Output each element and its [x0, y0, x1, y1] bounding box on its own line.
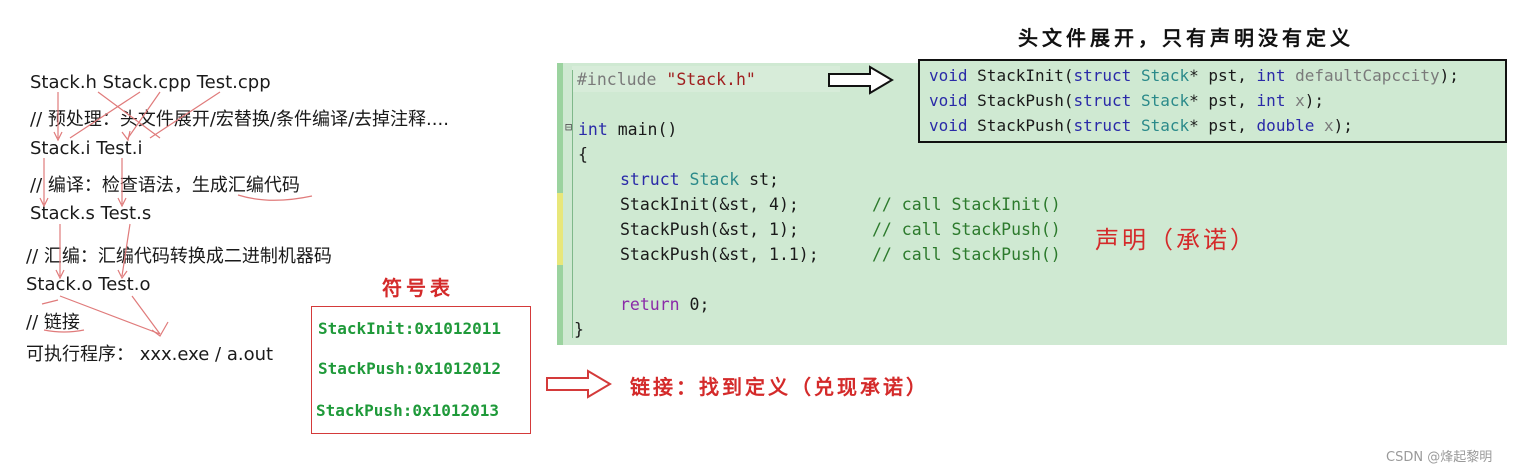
open-brace: { — [578, 145, 588, 164]
include-expand-arrow-icon — [828, 65, 894, 95]
link-comment: // 链接 — [26, 312, 80, 333]
symbol-table-box: StackInit:0x1012011 StackPush:0x1012012 … — [311, 306, 531, 434]
code-fold-guide — [572, 70, 573, 338]
symbol-table-title: 符号表 — [382, 276, 454, 300]
flow-lines — [39, 91, 313, 337]
declaration-promise-label: 声明（承诺） — [1095, 226, 1257, 254]
include-line: #include "Stack.h" — [577, 70, 756, 89]
flow-arrowhead — [53, 131, 63, 142]
object-files-line: Stack.o Test.o — [26, 274, 151, 295]
header-declarations-box: void StackInit(struct Stack* pst, int de… — [918, 59, 1507, 143]
source-files-line: Stack.h Stack.cpp Test.cpp — [30, 72, 271, 93]
include-directive: #include — [577, 70, 657, 89]
struct-keyword: struct — [620, 170, 680, 189]
assemble-comment: // 汇编：汇编代码转换成二进制机器码 — [26, 246, 332, 267]
preprocessed-files-line: Stack.i Test.i — [30, 138, 143, 159]
flow-line — [97, 91, 161, 139]
symbol-entry-stackpush-double: StackPush:0x1012013 — [316, 401, 500, 420]
flow-line — [121, 223, 131, 277]
flow-line — [127, 91, 161, 139]
executable-line: 可执行程序： xxx.exe / a.out — [26, 344, 274, 365]
call-comment-stackpush-int: // call StackPush() — [872, 220, 1061, 239]
watermark: CSDN @烽起黎明 — [1386, 450, 1493, 465]
flow-arrowhead — [55, 269, 65, 280]
struct-var: st; — [739, 170, 779, 189]
compile-comment: // 编译：检查语法，生成汇编代码 — [30, 175, 300, 196]
include-file: "Stack.h" — [666, 70, 756, 89]
flow-line — [69, 91, 141, 139]
call-comment-stackpush-double: // call StackPush() — [872, 245, 1061, 264]
flow-line — [59, 295, 161, 335]
flow-arrowhead — [121, 130, 131, 142]
main-return-type: int — [578, 120, 608, 139]
fold-toggle-icon[interactable]: ⊟ — [565, 120, 573, 134]
declaration-stackpush-int: void StackPush(struct Stack* pst, int x)… — [929, 91, 1324, 110]
main-name: main() — [617, 120, 678, 139]
call-line-stackpush-double: StackPush(&st, 1.1); — [620, 245, 819, 264]
flow-arrowhead — [117, 197, 127, 208]
header-expansion-title: 头文件展开，只有声明没有定义 — [1018, 26, 1354, 50]
changed-lines-marker — [557, 193, 563, 265]
call-comment-stackinit: // call StackInit() — [872, 195, 1061, 214]
flow-arrowhead — [39, 197, 49, 208]
struct-type-name: Stack — [689, 170, 740, 189]
return-line: return 0; — [620, 295, 709, 314]
close-brace: } — [574, 320, 584, 339]
preprocess-comment: // 预处理：头文件展开/宏替换/条件编译/去掉注释.... — [30, 109, 449, 130]
return-value: 0; — [679, 295, 710, 314]
flow-line — [149, 91, 221, 139]
link-arrow-icon — [546, 369, 612, 399]
declaration-stackpush-double: void StackPush(struct Stack* pst, double… — [929, 116, 1353, 135]
flow-line — [131, 295, 161, 335]
underline-mark — [237, 194, 313, 201]
declaration-stackinit: void StackInit(struct Stack* pst, int de… — [929, 66, 1459, 85]
include-line-highlight — [572, 66, 840, 92]
call-line-stackpush-int: StackPush(&st, 1); — [620, 220, 799, 239]
main-signature: int main() — [578, 120, 677, 139]
struct-declaration-line: struct Stack st; — [620, 170, 779, 189]
symbol-entry-stackpush-int: StackPush:0x1012012 — [318, 359, 502, 378]
assembly-files-line: Stack.s Test.s — [30, 203, 152, 224]
strike-mark — [41, 299, 59, 305]
underline-mark — [43, 329, 85, 333]
symbol-entry-stackinit: StackInit:0x1012011 — [318, 319, 502, 338]
flow-arrowhead — [117, 269, 128, 280]
flow-arrowhead — [151, 321, 169, 337]
return-keyword: return — [620, 295, 680, 314]
link-definition-label: 链接：找到定义（兑现承诺） — [630, 375, 929, 399]
call-line-stackinit: StackInit(&st, 4); — [620, 195, 799, 214]
